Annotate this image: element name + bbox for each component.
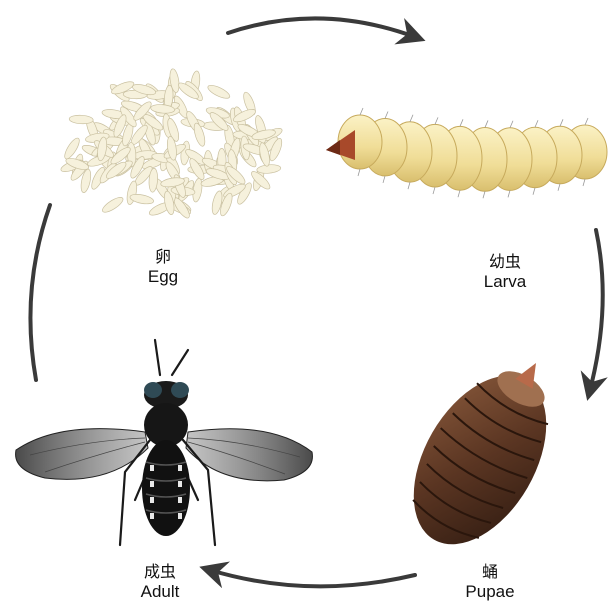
label-egg: 卵 Egg [118,248,208,286]
egg-cluster-icon [59,68,284,220]
pupa-icon [386,336,583,568]
pupae-label-zh: 蛹 [440,563,540,582]
cycle-arrow-icon [590,230,603,390]
pupae-label-en: Pupae [440,582,540,601]
egg-label-en: Egg [118,267,208,286]
label-adult: 成虫 Adult [110,563,210,601]
label-larva: 幼虫 Larva [455,253,555,291]
larva-icon [326,115,607,191]
larva-label-zh: 幼虫 [455,253,555,272]
adult-fly-icon [16,340,313,545]
label-pupae: 蛹 Pupae [440,563,540,601]
larva-label-en: Larva [455,272,555,291]
cycle-arrow-icon [228,18,415,37]
cycle-arrow-icon [210,570,415,586]
cycle-arrow-icon [30,205,50,380]
adult-label-en: Adult [110,582,210,601]
adult-label-zh: 成虫 [110,563,210,582]
egg-label-zh: 卵 [118,248,208,267]
